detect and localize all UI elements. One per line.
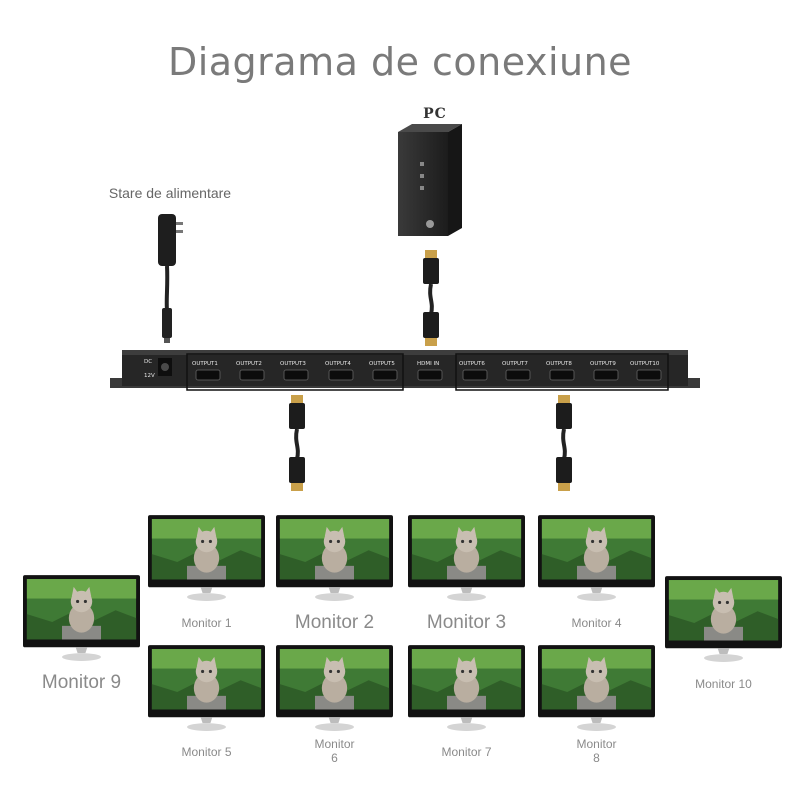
hdmi-cable-input-icon bbox=[423, 250, 439, 346]
monitor-1-label: Monitor 1 bbox=[181, 616, 232, 630]
monitor-7-label: Monitor 7 bbox=[441, 745, 492, 759]
output7-port[interactable] bbox=[505, 369, 531, 381]
hdmi-cable-right-icon bbox=[556, 395, 572, 491]
hdmi-splitter-device: DC 12V OUTPUT1 OUTPUT2 OUTPUT3 OUTPUT4 O… bbox=[110, 350, 700, 391]
monitor-8-label-line1: Monitor bbox=[576, 737, 617, 751]
output10-port[interactable] bbox=[636, 369, 662, 381]
output8-port[interactable] bbox=[549, 369, 575, 381]
power-status-label: Stare de alimentare bbox=[108, 185, 232, 201]
output9-port[interactable] bbox=[593, 369, 619, 381]
output5-port[interactable] bbox=[372, 369, 398, 381]
monitor-3-icon bbox=[408, 515, 525, 605]
output2-port[interactable] bbox=[239, 369, 265, 381]
diagram-title: Diagrama de conexiune bbox=[167, 40, 633, 84]
monitor-4-label: Monitor 4 bbox=[571, 616, 622, 630]
monitor-2-label: Monitor 2 bbox=[294, 612, 375, 633]
output9-label: OUTPUT9 bbox=[590, 361, 616, 367]
dc-label: DC bbox=[144, 359, 152, 365]
output1-port[interactable] bbox=[195, 369, 221, 381]
monitor-5-label: Monitor 5 bbox=[181, 745, 232, 759]
monitor-10-label: Monitor 10 bbox=[695, 677, 752, 691]
monitor-6-label-line1: Monitor bbox=[314, 737, 355, 751]
monitor-9-icon bbox=[23, 575, 140, 665]
pc-label: PC bbox=[423, 106, 447, 122]
output10-label: OUTPUT10 bbox=[630, 361, 660, 367]
output3-label: OUTPUT3 bbox=[280, 361, 306, 367]
monitor-2-icon bbox=[276, 515, 393, 605]
monitor-5-icon bbox=[148, 645, 265, 735]
output6-label: OUTPUT6 bbox=[459, 361, 485, 367]
output3-port[interactable] bbox=[283, 369, 309, 381]
power-adapter-icon bbox=[158, 214, 183, 343]
monitor-8-icon bbox=[538, 645, 655, 735]
output2-label: OUTPUT2 bbox=[236, 361, 262, 367]
monitor-1-icon bbox=[148, 515, 265, 605]
output5-label: OUTPUT5 bbox=[369, 361, 395, 367]
monitor-7-icon bbox=[408, 645, 525, 735]
hdmi-in-label: HDMI IN bbox=[417, 361, 439, 367]
monitor-6-icon bbox=[276, 645, 393, 735]
output7-label: OUTPUT7 bbox=[502, 361, 528, 367]
monitor-3-label: Monitor 3 bbox=[426, 612, 507, 633]
output4-label: OUTPUT4 bbox=[325, 361, 351, 367]
monitor-6-label: Monitor 6 bbox=[276, 737, 393, 766]
monitor-9-label: Monitor 9 bbox=[41, 672, 122, 693]
hdmi-in-port[interactable] bbox=[417, 369, 443, 381]
output6-port[interactable] bbox=[462, 369, 488, 381]
output4-port[interactable] bbox=[328, 369, 354, 381]
pc-tower-icon bbox=[398, 124, 462, 236]
monitor-8-label-line2: 8 bbox=[593, 750, 600, 765]
output1-label: OUTPUT1 bbox=[192, 361, 218, 367]
output8-label: OUTPUT8 bbox=[546, 361, 572, 367]
dc-voltage-label: 12V bbox=[144, 373, 155, 379]
monitor-6-label-line2: 6 bbox=[331, 750, 338, 765]
hdmi-cable-left-icon bbox=[289, 395, 305, 491]
monitor-10-icon bbox=[665, 576, 782, 666]
monitor-4-icon bbox=[538, 515, 655, 605]
monitor-8-label: Monitor 8 bbox=[538, 737, 655, 766]
